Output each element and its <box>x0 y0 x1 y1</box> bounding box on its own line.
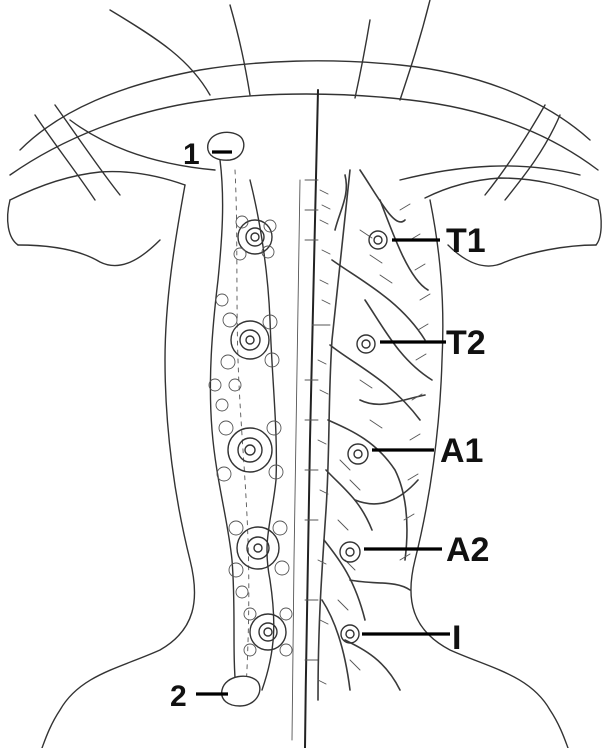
label-t1: T1 <box>446 222 486 260</box>
nipple-left-4 <box>229 521 289 598</box>
left-mammary-chain <box>208 132 292 706</box>
nipple-right-a1 <box>348 444 368 464</box>
label-a1: A1 <box>440 432 483 470</box>
label-i: I <box>452 619 461 657</box>
nipple-right-t1 <box>369 231 387 249</box>
nipple-left-3 <box>209 379 283 481</box>
gland-1-shape <box>208 132 244 160</box>
gland-2-shape <box>222 676 260 706</box>
label-t2: T2 <box>446 324 486 362</box>
label-a2: A2 <box>446 531 489 569</box>
nipple-left-5 <box>244 608 292 656</box>
nipple-right-t2 <box>357 335 375 353</box>
label-2: 2 <box>170 680 187 713</box>
nipple-left-1 <box>234 216 276 260</box>
label-1: 1 <box>183 138 200 171</box>
nipple-right-a2 <box>340 542 360 562</box>
right-vascular-network <box>318 170 432 700</box>
nipple-right-i <box>341 625 359 643</box>
body-outline <box>8 0 602 748</box>
